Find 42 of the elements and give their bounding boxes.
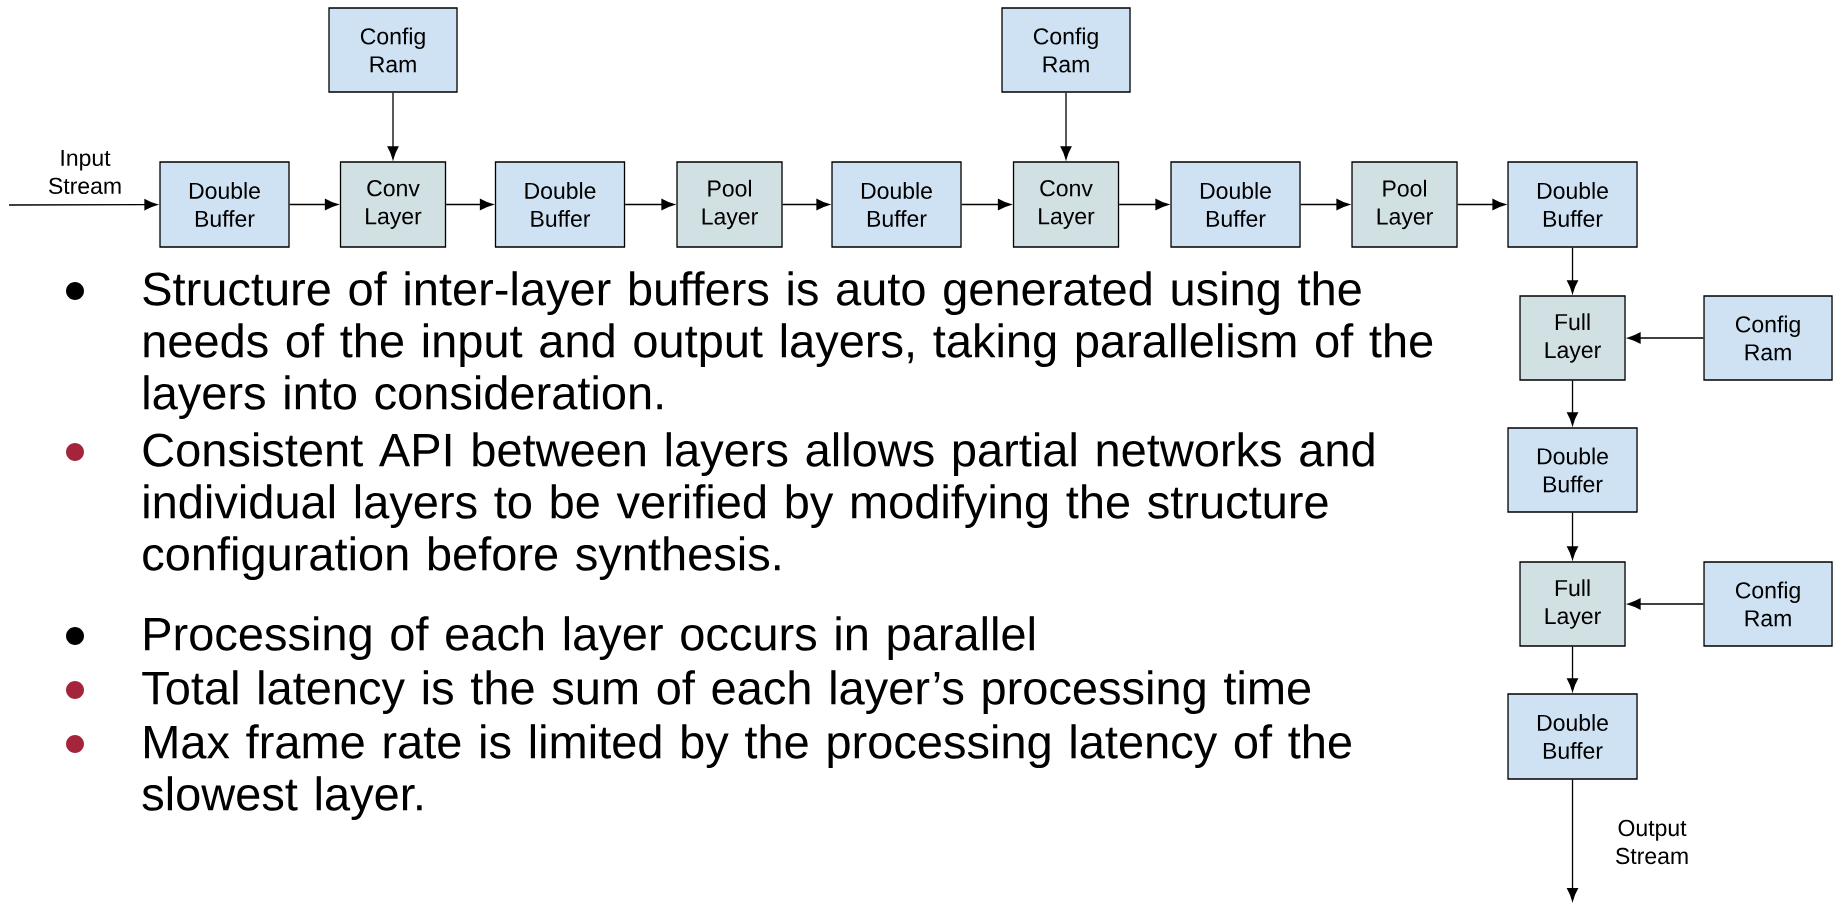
- buffer-box: Double Buffer: [831, 161, 962, 248]
- bullet-text: Processing of each layer occurs in parallel: [145, 616, 1034, 660]
- buffer-box: Config Ram: [1703, 295, 1833, 381]
- buffer-box: Config Ram: [328, 7, 458, 93]
- arrow: [961, 199, 1011, 210]
- buffer-box: Double Buffer: [1507, 427, 1638, 513]
- layer-box: Full Layer: [1519, 295, 1626, 381]
- buffer-box: Double Buffer: [1170, 161, 1301, 248]
- arrow: [1627, 598, 1704, 610]
- buffer-box: Double Buffer: [494, 161, 626, 248]
- arrow: [1567, 512, 1578, 560]
- buffer-box: Config Ram: [1001, 7, 1131, 93]
- arrow: [1060, 92, 1072, 160]
- layer-box: Conv Layer: [339, 161, 447, 248]
- bullet-text: Structure of inter-layer buffers is auto generated using the needs of the input and output layers, taking parallelism of the layers into consideration.: [143, 271, 1433, 419]
- arrow: [1118, 199, 1169, 210]
- arrow: [1567, 247, 1578, 294]
- layer-box: Full Layer: [1519, 561, 1626, 647]
- edge-label: Input Stream: [39, 149, 131, 196]
- buffer-box: Double Buffer: [159, 161, 290, 248]
- arrow: [624, 199, 675, 210]
- arrow: [387, 92, 399, 160]
- arrow: [1567, 646, 1578, 692]
- buffer-box: Double Buffer: [1507, 693, 1638, 780]
- bullet-text: Max frame rate is limited by the processing latency of the slowest layer.: [142, 724, 1351, 820]
- arrow: [782, 199, 830, 210]
- arrow: [289, 199, 338, 210]
- edge-label: Output Stream: [1606, 818, 1698, 866]
- buffer-box: Config Ram: [1703, 561, 1833, 647]
- arrow: [1627, 332, 1704, 344]
- layer-box: Conv Layer: [1012, 161, 1120, 248]
- arrow: [1567, 380, 1578, 426]
- arrow: [1567, 779, 1578, 902]
- bullet-text: Consistent API between layers allows partial networks and individual layers to be verified by modifying the structure configuration before synthesis.: [143, 432, 1374, 580]
- layer-box: Pool Layer: [1351, 161, 1458, 248]
- arrow: [8, 199, 158, 211]
- layer-box: Pool Layer: [676, 161, 783, 248]
- buffer-box: Double Buffer: [1507, 161, 1638, 248]
- arrow: [1300, 199, 1350, 210]
- arrow: [1457, 199, 1506, 210]
- bullet-text: Total latency is the sum of each layer’s processing time: [142, 670, 1311, 714]
- arrow: [445, 199, 493, 210]
